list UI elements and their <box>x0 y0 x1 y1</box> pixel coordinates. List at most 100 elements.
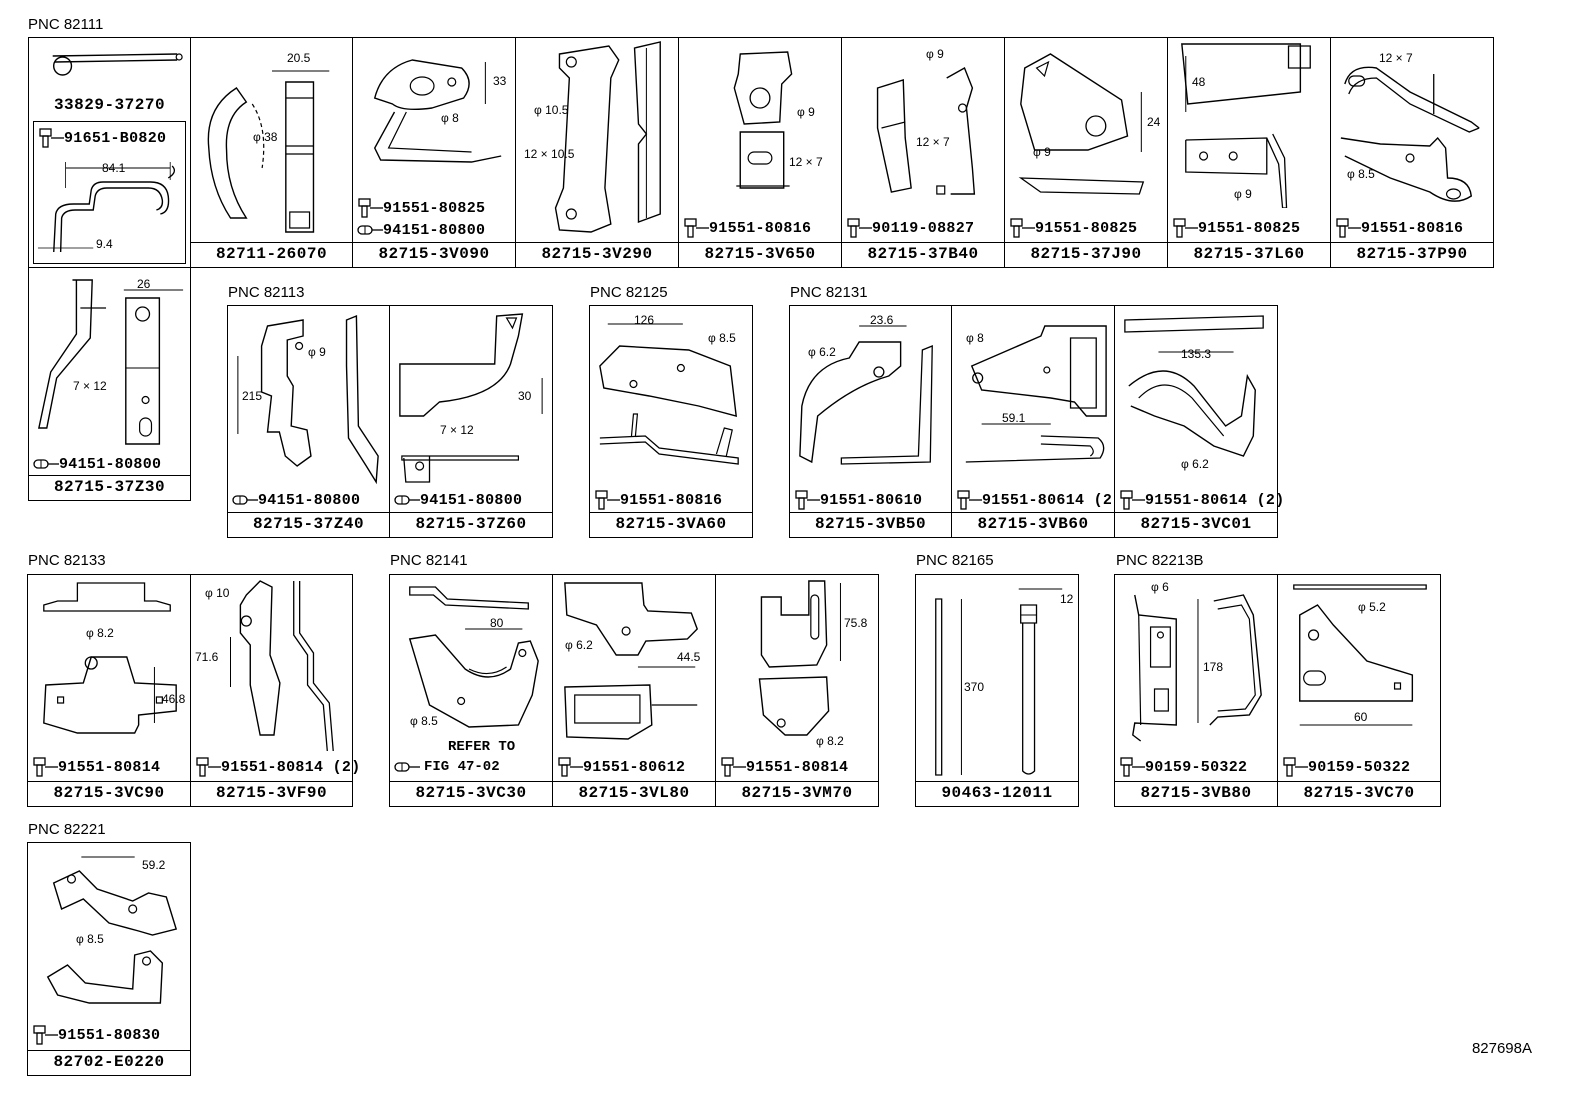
bolt-icon <box>358 198 383 218</box>
part-number: 82715-3V650 <box>679 242 841 267</box>
bolt-callout: 90159-50322 <box>1282 757 1410 777</box>
part-cell[interactable]: 48 φ 9 91551-80825 82715-37L60 <box>1167 37 1331 268</box>
dimension-label: 370 <box>964 680 985 694</box>
bolt-icon <box>558 757 583 777</box>
part-cell[interactable]: 80 φ 8.5 REFER TO FIG 47-02 82715-3VC30 <box>389 574 553 807</box>
part-number: 90463-12011 <box>916 781 1078 806</box>
bracket-drawing <box>590 306 752 486</box>
part-cell[interactable]: 75.8 φ 8.2 91551-80814 82715-3VM70 <box>715 574 879 807</box>
bracket-drawing <box>390 575 552 755</box>
bolt-callout: 91551-80614 (2) <box>956 490 1122 510</box>
pnc-label-82165: PNC 82165 <box>916 552 994 569</box>
part-cell[interactable]: φ 9 12 × 7 90119-08827 82715-37B40 <box>841 37 1005 268</box>
clip-callout: 94151-80800 <box>357 220 485 240</box>
bracket-drawing <box>228 306 389 486</box>
clip-callout: 94151-80800 <box>33 454 161 474</box>
clip-icon <box>394 495 420 505</box>
dimension-label: 12 × 7 <box>916 135 950 149</box>
part-cell[interactable]: φ 8 59.1 91551-80614 (2) 82715-3VB60 <box>951 305 1121 538</box>
clip-callout: 94151-80800 <box>232 490 360 510</box>
part-cell[interactable]: 33829-37270 91651-B0820 84.1 9.4 <box>28 37 191 268</box>
bolt-callout: 91651-B0820 <box>38 128 166 148</box>
bolt-icon <box>39 128 64 148</box>
part-cell[interactable]: φ 10.5 12 × 10.5 82715-3V290 <box>515 37 679 268</box>
bolt-part-number: 91551-80825 <box>1035 219 1138 237</box>
part-number: 82715-3VC01 <box>1115 512 1277 537</box>
part-number: 82715-37J90 <box>1005 242 1167 267</box>
pin-drawing <box>29 38 190 108</box>
bolt-part-number: 91551-80816 <box>620 491 723 509</box>
part-cell[interactable]: 23.6 φ 6.2 91551-80610 82715-3VB50 <box>789 305 952 538</box>
part-cell[interactable]: 12 × 7 φ 8.5 91551-80816 82715-37P90 <box>1330 37 1494 268</box>
dimension-label: 24 <box>1147 115 1161 129</box>
dimension-label: 59.2 <box>142 858 166 872</box>
part-cell[interactable]: 26 7 × 12 94151-80800 82715-37Z30 <box>28 267 191 501</box>
clip-icon <box>33 459 59 469</box>
clip-part-number: 94151-80800 <box>383 221 486 239</box>
bolt-part-number: 90119-08827 <box>872 219 975 237</box>
part-cell[interactable]: 20.5 φ 38 82711-26070 <box>190 37 353 268</box>
part-cell[interactable]: φ 8.2 46.8 91551-80814 82715-3VC90 <box>27 574 191 807</box>
figure-number: 827698A <box>1471 1040 1532 1057</box>
dimension-label: 75.8 <box>844 616 868 630</box>
bracket-drawing <box>353 38 515 188</box>
part-cell[interactable]: 59.2 φ 8.5 91551-80830 82702-E0220 <box>27 842 191 1076</box>
part-number: 82715-3VB60 <box>952 512 1114 537</box>
bolt-callout: 91551-80814 <box>720 757 848 777</box>
part-cell[interactable]: 24 φ 9 91551-80825 82715-37J90 <box>1004 37 1168 268</box>
bracket-drawing <box>516 38 678 244</box>
dimension-label: 23.6 <box>870 313 894 327</box>
part-cell[interactable]: φ 10 71.6 91551-80814 (2) 82715-3VF90 <box>190 574 360 807</box>
bolt-icon <box>196 757 221 777</box>
part-cell[interactable]: 12 370 90463-12011 <box>915 574 1079 807</box>
part-cell[interactable]: φ 6 178 90159-50322 82715-3VB80 <box>1114 574 1278 807</box>
bolt-part-number: 91551-80830 <box>58 1026 161 1044</box>
dimension-label: φ 8.2 <box>816 734 844 748</box>
part-cell[interactable]: 126 φ 8.5 91551-80816 82715-3VA60 <box>589 305 753 538</box>
dimension-label: φ 8 <box>441 111 459 125</box>
pnc-label-82141: PNC 82141 <box>390 552 468 569</box>
bolt-part-number: 91551-80825 <box>1198 219 1301 237</box>
part-cell[interactable]: 135.3 φ 6.2 91551-80614 (2) 82715-3VC01 <box>1114 305 1284 538</box>
bolt-icon <box>1336 218 1361 238</box>
dimension-label: 12 <box>1060 592 1074 606</box>
bracket-drawing <box>1278 575 1440 755</box>
dimension-label: φ 9 <box>797 105 815 119</box>
part-number: 82715-3VC90 <box>28 781 190 806</box>
dimension-label: φ 8 <box>966 331 984 345</box>
part-cell[interactable]: φ 6.2 44.5 91551-80612 82715-3VL80 <box>552 574 716 807</box>
bolt-icon <box>33 1025 58 1045</box>
bolt-part-number: 91551-80816 <box>709 219 812 237</box>
part-cell[interactable]: φ 5.2 60 90159-50322 82715-3VC70 <box>1277 574 1441 807</box>
part-number: 82711-26070 <box>191 242 352 267</box>
part-cell[interactable]: φ 9 12 × 7 91551-80816 82715-3V650 <box>678 37 842 268</box>
dimension-label: 126 <box>634 313 655 327</box>
pnc-label-82213b: PNC 82213B <box>1116 552 1204 569</box>
bolt-callout: 91551-80612 <box>557 757 685 777</box>
part-cell[interactable]: 30 7 × 12 94151-80800 82715-37Z60 <box>389 305 553 538</box>
bracket-drawing <box>1168 38 1330 208</box>
part-cell[interactable]: 215 φ 9 94151-80800 82715-37Z40 <box>227 305 390 538</box>
part-cell[interactable]: 33 φ 8 91551-80825 94151-80800 82715-3V0… <box>352 37 516 268</box>
bracket-drawing <box>28 843 190 1023</box>
dimension-label: φ 6.2 <box>565 638 593 652</box>
bolt-icon <box>721 757 746 777</box>
bracket-drawing <box>716 575 878 755</box>
bolt-callout: 91551-80814 (2) <box>195 757 361 777</box>
pnc-label-82113: PNC 82113 <box>228 284 305 301</box>
bolt-part-number: 91551-80814 <box>58 758 161 776</box>
bolt-icon <box>957 490 982 510</box>
dimension-label: 80 <box>490 616 504 630</box>
dimension-label: φ 9 <box>926 47 944 61</box>
bracket-drawing <box>952 306 1114 486</box>
bolt-part-number: 91551-80612 <box>583 758 686 776</box>
bolt-callout: 91551-80825 <box>1009 218 1137 238</box>
dimension-label: 12 × 7 <box>789 155 823 169</box>
dimension-label: 60 <box>1354 710 1368 724</box>
dimension-label: φ 6.2 <box>1181 457 1209 471</box>
clip-icon <box>394 762 420 772</box>
dimension-label: φ 8.5 <box>708 331 736 345</box>
bolt-callout: 91551-80825 <box>357 198 485 218</box>
dimension-label: 44.5 <box>677 650 701 664</box>
bolt-part-number: 91551-80814 (2) <box>221 758 361 776</box>
